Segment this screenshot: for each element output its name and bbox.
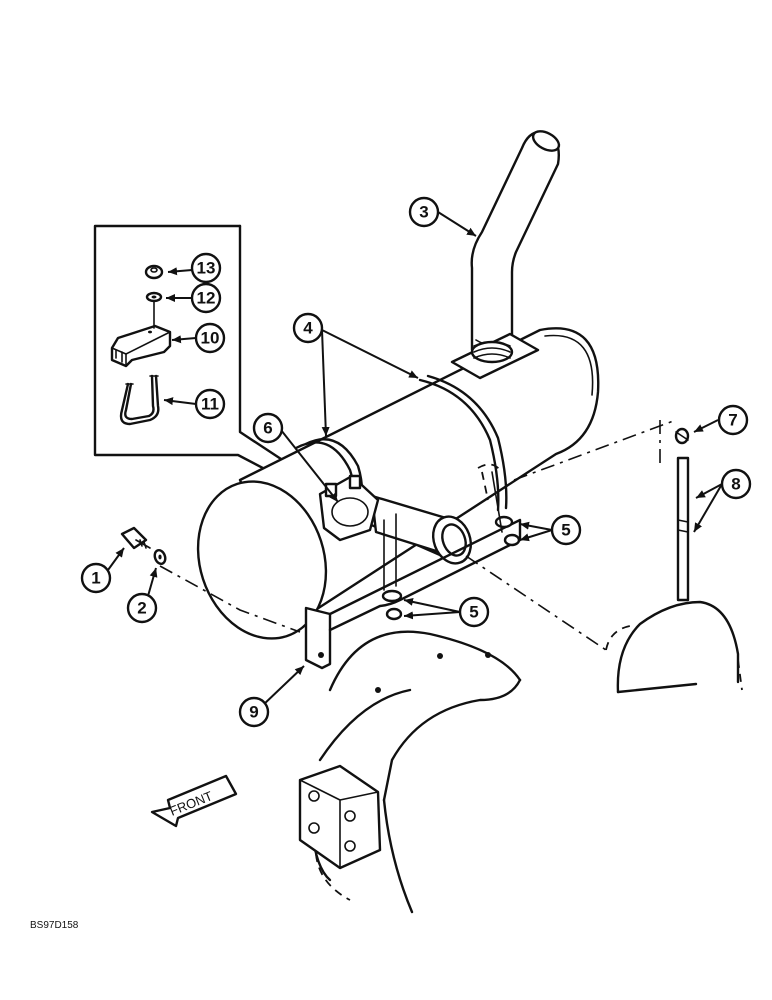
rod-part-8 <box>605 456 743 694</box>
svg-text:2: 2 <box>137 599 146 618</box>
svg-text:5: 5 <box>561 521 570 540</box>
tail-pipe-part-3 <box>470 130 561 352</box>
fender-section <box>298 630 522 914</box>
callout-12: 12 <box>190 282 222 314</box>
figure-code: BS97D158 <box>30 920 79 931</box>
svg-text:10: 10 <box>201 329 220 348</box>
svg-text:11: 11 <box>201 395 219 414</box>
svg-text:8: 8 <box>731 475 740 494</box>
clip-part-7 <box>674 427 690 445</box>
svg-text:1: 1 <box>91 569 100 588</box>
svg-text:9: 9 <box>249 703 258 722</box>
washer-part-2 <box>153 549 167 565</box>
svg-text:4: 4 <box>303 319 313 338</box>
inlet-pipe-clamp-part-6 <box>318 474 473 565</box>
svg-text:3: 3 <box>419 203 428 222</box>
callout-3: 3 <box>408 196 440 228</box>
svg-text:12: 12 <box>197 289 216 308</box>
svg-text:6: 6 <box>263 419 272 438</box>
bolt-part-1 <box>120 526 151 550</box>
assembly-phantom-lines <box>159 419 677 651</box>
callout-10: 10 <box>194 322 226 354</box>
leader-lines <box>107 211 723 707</box>
callout-9: 9 <box>238 696 270 728</box>
callout-2: 2 <box>126 592 158 624</box>
muffler-part-4 <box>196 327 600 640</box>
bolt-set-part-5 <box>381 471 521 621</box>
callout-11: 11 <box>194 388 226 420</box>
clamp-detail-inset <box>93 224 327 500</box>
callout-6: 6 <box>252 412 284 444</box>
svg-text:5: 5 <box>469 603 478 622</box>
nut-part-13 <box>144 264 164 280</box>
callout-1: 1 <box>80 562 112 594</box>
callout-5-upper: 5 <box>550 514 582 546</box>
washer-part-12 <box>145 291 163 303</box>
callout-7: 7 <box>717 404 749 436</box>
svg-text:7: 7 <box>728 411 737 430</box>
callout-13: 13 <box>190 252 222 284</box>
mounting-bracket-part-9 <box>304 463 522 670</box>
callout-5-lower: 5 <box>458 596 490 628</box>
callout-8: 8 <box>720 468 752 500</box>
u-bolt-part-11 <box>119 374 160 426</box>
clamp-part-10 <box>110 301 172 368</box>
svg-text:13: 13 <box>197 259 216 278</box>
front-direction-arrow: FRONT <box>150 774 238 828</box>
callout-4: 4 <box>292 312 324 344</box>
